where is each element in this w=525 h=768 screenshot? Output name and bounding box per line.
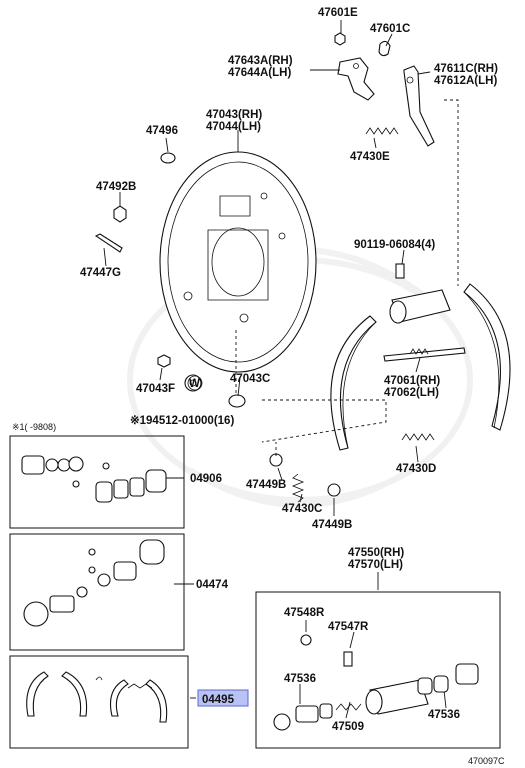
- part-47447G-bolt[interactable]: [94, 233, 123, 253]
- label-47611C[interactable]: 47611C(RH): [434, 63, 498, 75]
- label-47061[interactable]: 47061(RH): [384, 375, 440, 387]
- label-47430C[interactable]: 47430C: [282, 503, 322, 515]
- label-47644A[interactable]: 47644A(LH): [228, 67, 291, 79]
- label-47449B-2[interactable]: 47449B: [312, 519, 352, 531]
- label-47492B[interactable]: 47492B: [96, 181, 136, 193]
- label-47570[interactable]: 47570(LH): [348, 559, 403, 571]
- guide-lines: [235, 99, 459, 456]
- label-47062[interactable]: 47062(LH): [384, 387, 439, 399]
- part-47492B-cap[interactable]: [113, 205, 127, 223]
- part-47449B-retainer-2[interactable]: [327, 483, 341, 497]
- label-47536-2[interactable]: 47536: [428, 709, 460, 721]
- label-47043C[interactable]: 47043C: [230, 373, 270, 385]
- callout-labels: 47601E 47601C 47643A(RH) 47644A(LH) 4761…: [12, 7, 505, 766]
- kit-box-47550[interactable]: [255, 591, 501, 749]
- label-04495[interactable]: 04495: [202, 694, 235, 706]
- label-47548R[interactable]: 47548R: [284, 607, 325, 619]
- label-94512[interactable]: ※194512-01000(16): [130, 414, 234, 427]
- label-47601E[interactable]: 47601E: [318, 7, 358, 19]
- part-47643A-bellcrank[interactable]: [337, 57, 375, 101]
- kit-box-04906[interactable]: [9, 435, 185, 529]
- kit-47550-parts: [273, 634, 479, 731]
- kit-box-04474[interactable]: [9, 533, 185, 651]
- highlight-04495: [197, 689, 249, 707]
- part-47043F-pin[interactable]: [157, 354, 171, 368]
- label-47547R[interactable]: 47547R: [328, 621, 369, 633]
- label-47043[interactable]: 47043(RH): [206, 109, 262, 121]
- label-47447G[interactable]: 47447G: [80, 267, 121, 279]
- label-47044[interactable]: 47044(LH): [206, 121, 261, 133]
- label-47043F[interactable]: 47043F: [136, 383, 175, 395]
- label-47430D[interactable]: 47430D: [396, 463, 436, 475]
- part-47430E-spring[interactable]: [365, 127, 399, 135]
- part-brake-shoe-front[interactable]: [330, 315, 377, 451]
- label-47601C[interactable]: 47601C: [370, 23, 410, 35]
- label-W[interactable]: W: [189, 378, 200, 390]
- label-47550[interactable]: 47550(RH): [348, 547, 404, 559]
- kit-box-04495[interactable]: [9, 655, 189, 749]
- part-47601C-clip[interactable]: [378, 40, 391, 57]
- part-47496-plug[interactable]: [160, 152, 176, 164]
- part-47043C-bolt[interactable]: [228, 394, 246, 408]
- leader-lines: [103, 20, 447, 719]
- part-brake-shoe-rear[interactable]: [463, 283, 511, 431]
- label-47496[interactable]: 47496: [146, 125, 178, 137]
- part-wheel-cylinder-assembled[interactable]: [389, 289, 451, 324]
- kit-04474-parts: [23, 539, 165, 627]
- label-47612A[interactable]: 47612A(LH): [434, 75, 497, 87]
- label-04474[interactable]: 04474: [196, 579, 229, 591]
- part-47601E-nut[interactable]: [334, 32, 346, 46]
- label-47643A[interactable]: 47643A(RH): [228, 55, 293, 67]
- label-90119[interactable]: 90119-06084(4): [354, 239, 435, 251]
- part-47430D-spring[interactable]: [401, 433, 435, 441]
- label-04906[interactable]: 04906: [190, 473, 222, 485]
- figure-code: 470097C: [468, 756, 505, 766]
- part-47043-backing-plate[interactable]: [159, 151, 317, 373]
- label-47509[interactable]: 47509: [332, 721, 364, 733]
- kit-04495-parts: [26, 671, 168, 723]
- label-note: ※1( -9808): [12, 422, 56, 432]
- label-47449B-1[interactable]: 47449B: [246, 479, 286, 491]
- label-47536-1[interactable]: 47536: [284, 673, 316, 685]
- part-47611C-parking-lever[interactable]: [403, 65, 435, 147]
- part-47061-adjuster[interactable]: [383, 347, 466, 362]
- part-90119-bolt[interactable]: [395, 263, 405, 279]
- label-47430E[interactable]: 47430E: [350, 151, 390, 163]
- kit-04906-parts: [21, 455, 167, 503]
- washer-label-circle: [187, 375, 203, 391]
